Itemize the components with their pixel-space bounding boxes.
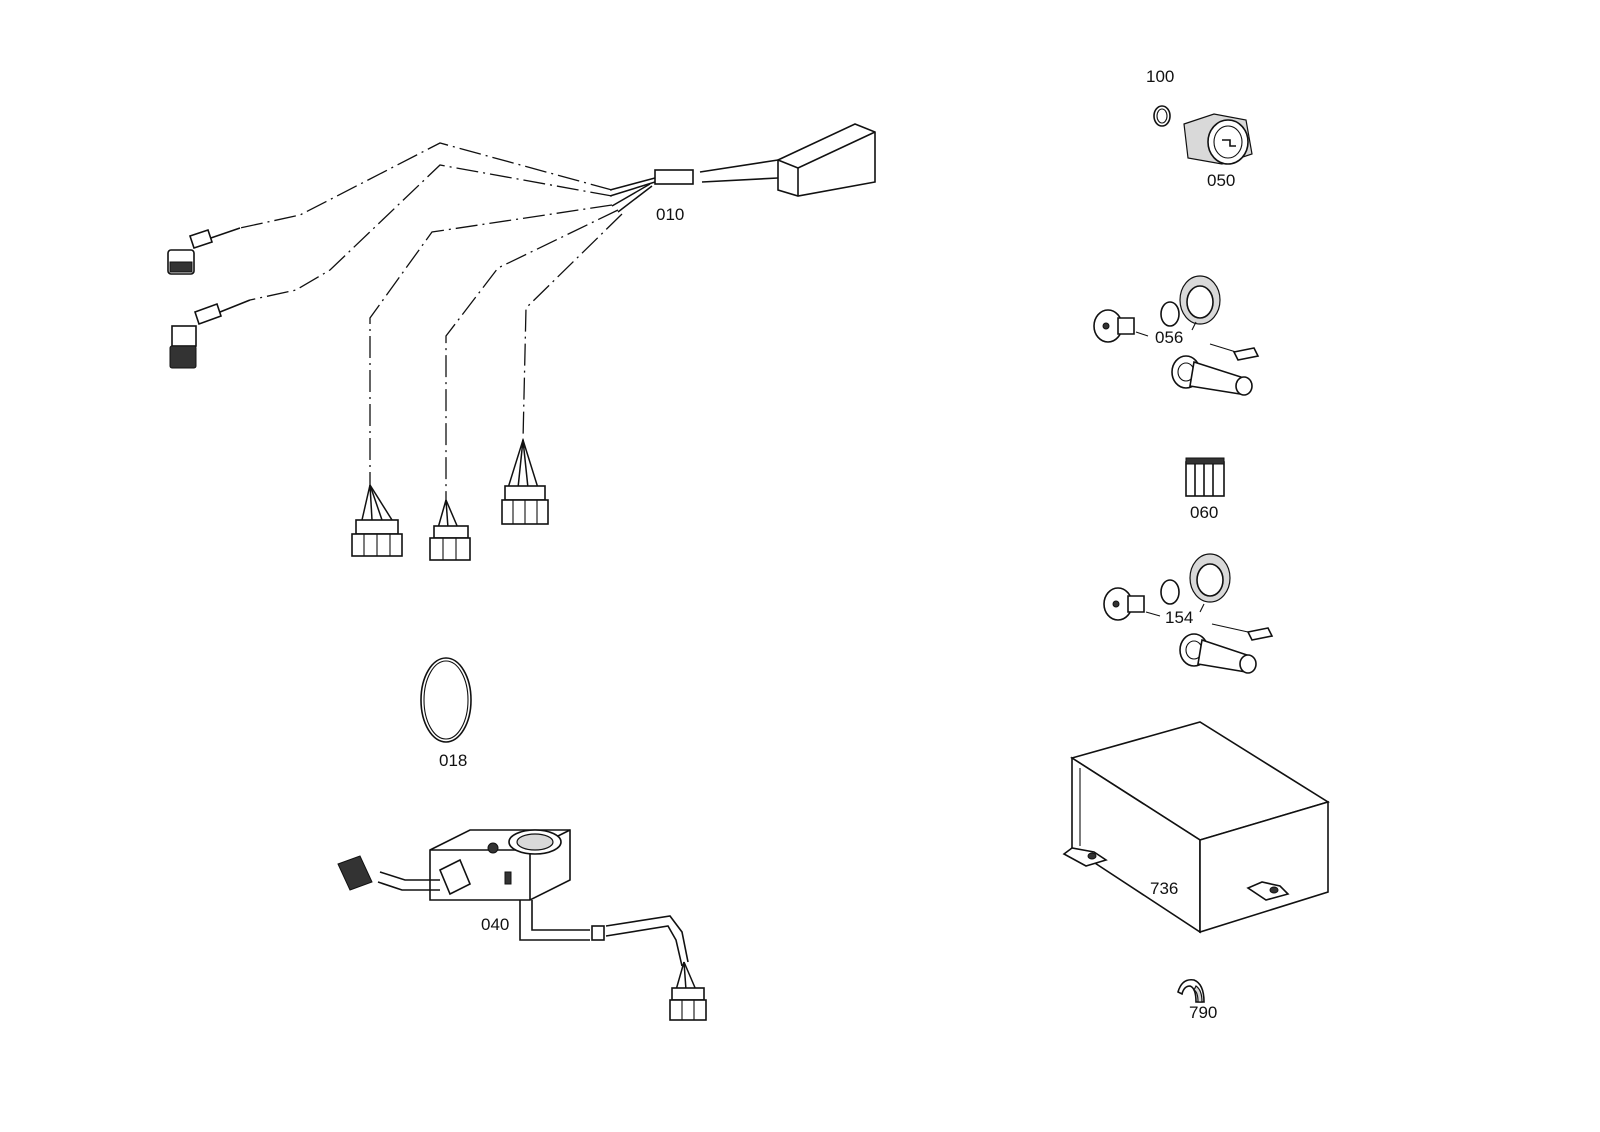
part-number-010: 010	[656, 205, 684, 224]
part-060-connector-housing[interactable]: 060	[1185, 457, 1225, 522]
part-010-wiring-harness[interactable]: 010	[167, 123, 876, 561]
part-number-060: 060	[1190, 503, 1218, 522]
part-154-connector-set[interactable]: 154	[1103, 553, 1274, 674]
part-number-050: 050	[1207, 171, 1235, 190]
part-736-control-box[interactable]: 736	[1062, 721, 1330, 934]
part-790-clip[interactable]: 790	[1177, 978, 1217, 1022]
part-050-plug[interactable]: 050	[1183, 113, 1253, 190]
part-number-040: 040	[481, 915, 509, 934]
part-number-056: 056	[1155, 328, 1183, 347]
part-number-018: 018	[439, 751, 467, 770]
part-number-154: 154	[1165, 608, 1193, 627]
part-number-100: 100	[1146, 67, 1174, 86]
part-018-o-ring[interactable]: 018	[420, 657, 472, 770]
part-number-790: 790	[1189, 1003, 1217, 1022]
part-040-sensor-bracket[interactable]: 040	[337, 829, 707, 1021]
part-number-736: 736	[1150, 879, 1178, 898]
part-056-connector-set[interactable]: 056	[1093, 275, 1260, 396]
part-100-ring[interactable]: 100	[1146, 67, 1174, 127]
